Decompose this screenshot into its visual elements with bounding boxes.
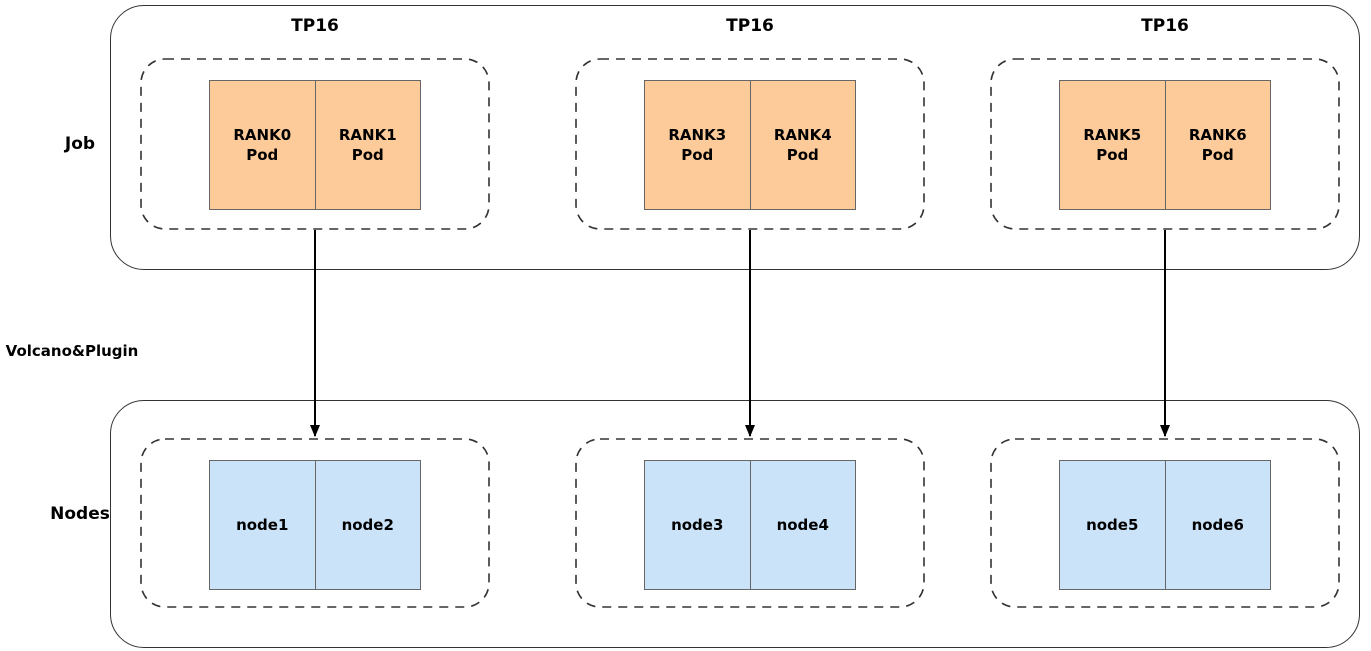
node-pair-3: node5 node6 [1059,460,1271,590]
pod-box: RANK6 Pod [1164,81,1270,209]
pod-pair-2: RANK3 Pod RANK4 Pod [644,80,856,210]
dashed-border [140,438,490,608]
row-label-volcano-plugin: Volcano&Plugin [5,342,139,360]
nodes-container [110,400,1360,648]
node-box: node2 [314,461,420,589]
node-label: node6 [1191,516,1244,534]
pod-rank-label: RANK3 [668,126,727,144]
node-pair-2: node3 node4 [644,460,856,590]
node-label: node1 [236,516,289,534]
pod-type-label: Pod [681,146,714,164]
dashed-border [140,58,490,230]
node-label: node2 [341,516,394,534]
pod-box: RANK0 Pod [210,81,315,209]
dashed-border [990,58,1340,230]
pod-type-label: Pod [351,146,384,164]
pod-group-boundary-1: RANK0 Pod RANK1 Pod [140,58,490,230]
pod-rank-label: RANK4 [773,126,832,144]
row-label-nodes: Nodes [50,504,110,524]
pod-pair-3: RANK5 Pod RANK6 Pod [1059,80,1271,210]
dashed-border [990,438,1340,608]
pod-group-boundary-2: RANK3 Pod RANK4 Pod [575,58,925,230]
node-box: node5 [1060,461,1165,589]
node-box: node6 [1164,461,1270,589]
row-label-job: Job [64,134,96,154]
node-group-boundary-2: node3 node4 [575,438,925,608]
tp-label-1: TP16 [291,16,339,36]
pod-rank-label: RANK5 [1083,126,1142,144]
pod-box: RANK4 Pod [749,81,855,209]
node-box: node4 [749,461,855,589]
tp-label-2: TP16 [726,16,774,36]
pod-type-label: Pod [1096,146,1129,164]
pod-rank-label: RANK6 [1188,126,1247,144]
dashed-border [575,58,925,230]
pod-rank-label: RANK1 [338,126,397,144]
node-box: node3 [645,461,750,589]
pod-rank-label: RANK0 [233,126,292,144]
pod-type-label: Pod [246,146,279,164]
tp-label-3: TP16 [1141,16,1189,36]
node-group-boundary-3: node5 node6 [990,438,1340,608]
node-box: node1 [210,461,315,589]
pod-pair-1: RANK0 Pod RANK1 Pod [209,80,421,210]
pod-box: RANK3 Pod [645,81,750,209]
node-label: node4 [776,516,829,534]
node-label: node3 [671,516,724,534]
pod-type-label: Pod [786,146,819,164]
node-pair-1: node1 node2 [209,460,421,590]
pod-box: RANK5 Pod [1060,81,1165,209]
dashed-border [575,438,925,608]
node-label: node5 [1086,516,1139,534]
node-group-boundary-1: node1 node2 [140,438,490,608]
pod-box: RANK1 Pod [314,81,420,209]
job-container [110,5,1360,270]
pod-type-label: Pod [1201,146,1234,164]
pod-group-boundary-3: RANK5 Pod RANK6 Pod [990,58,1340,230]
